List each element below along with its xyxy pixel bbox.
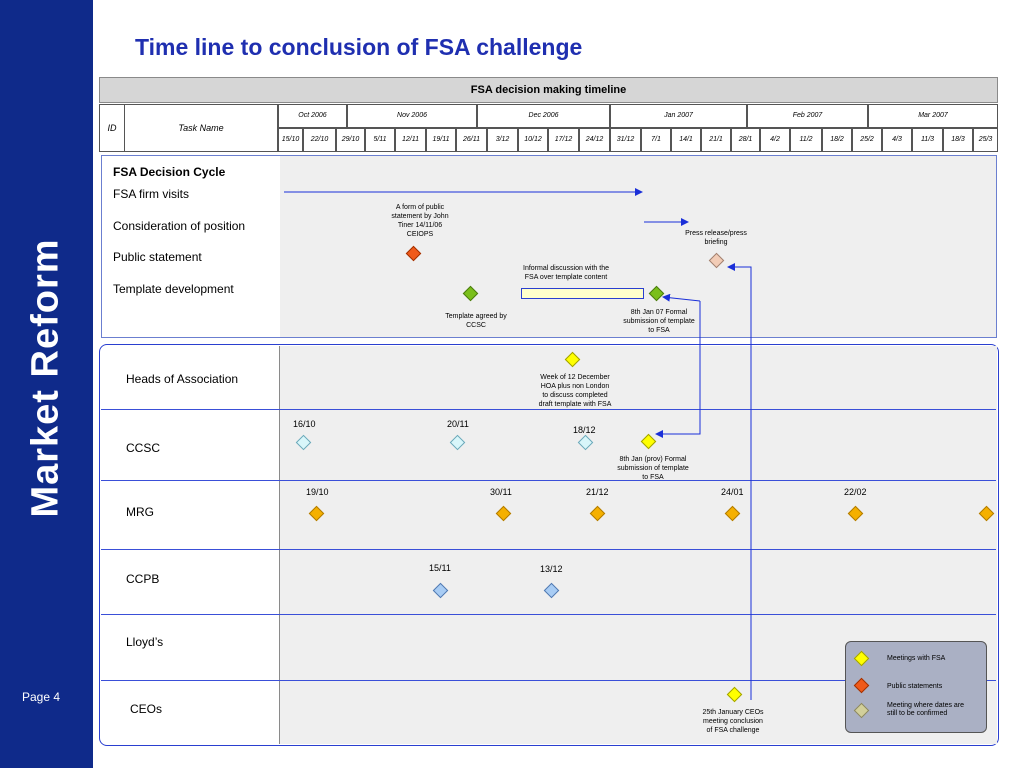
note-template-agreed: Template agreed by CCSC [445,313,507,329]
note-ceos-meeting: 25th January CEOs meeting conclusion of … [702,709,764,734]
row-divider [101,614,996,615]
week-header: 22/10 [303,128,336,152]
row-divider [101,480,996,481]
page-number: Page 4 [22,690,61,704]
note-ccsc-formal-submission: 8th Jan (prov) Formal submission of temp… [617,456,689,481]
week-header: 3/12 [487,128,518,152]
week-header: 21/1 [701,128,731,152]
week-header: 10/12 [518,128,548,152]
week-header: 12/11 [395,128,426,152]
note-informal-discussion: Informal discussion with the FSA over te… [523,265,609,281]
task-public-statement: Public statement [113,250,202,264]
mrg-date: 24/01 [721,487,744,497]
week-header: 19/11 [426,128,456,152]
task-template-development: Template development [113,282,234,296]
week-header: 7/1 [641,128,671,152]
month-header: Mar 2007 [868,104,998,128]
slide-title: Time line to conclusion of FSA challenge [135,34,583,60]
ccsc-date: 20/11 [447,419,469,429]
decision-cycle-grid [280,156,996,337]
ccsc-date: 16/10 [293,419,316,429]
row-mrg: MRG [126,505,154,519]
month-header: Nov 2006 [347,104,477,128]
row-divider [101,680,996,681]
mrg-date: 21/12 [586,487,609,497]
week-header: 11/2 [790,128,822,152]
task-consideration: Consideration of position [113,219,246,233]
note-public-statement: A form of public statement by John Tiner… [391,204,449,238]
task-column-header: Task Name [125,104,278,152]
note-press-release: Press release/press briefing [685,230,747,246]
month-header: Oct 2006 [278,104,347,128]
week-header: 17/12 [548,128,579,152]
legend-meetings-label: Meetings with FSA [887,655,946,662]
week-header: 25/3 [973,128,998,152]
note-heads-meeting: Week of 12 December HOA plus non London … [538,374,612,408]
ccsc-date: 18/12 [573,425,596,435]
legend [845,641,987,733]
ccpb-date: 13/12 [540,564,563,574]
brand-label: Market Reform [24,238,67,518]
id-column-header: ID [99,104,125,152]
month-header: Jan 2007 [610,104,747,128]
week-header: 4/3 [882,128,912,152]
row-divider [101,409,996,410]
row-divider [101,549,996,550]
groups-divider [279,346,280,744]
week-header: 29/10 [336,128,365,152]
row-lloyds: Lloyd’s [126,635,164,649]
week-header: 28/1 [731,128,760,152]
month-header: Dec 2006 [477,104,610,128]
timeline-header: FSA decision making timeline [99,77,998,103]
mrg-date: 22/02 [844,487,867,497]
week-header: 4/2 [760,128,790,152]
week-header: 31/12 [610,128,641,152]
sidebar: Market Reform Page 4 [0,0,93,768]
week-header: 24/12 [579,128,610,152]
informal-discussion-bar [521,288,644,299]
week-header: 25/2 [852,128,882,152]
cycle-title: FSA Decision Cycle [113,165,226,179]
month-header: Feb 2007 [747,104,868,128]
mrg-date: 30/11 [490,487,512,497]
week-header: 26/11 [456,128,487,152]
legend-tbc-label: Meeting where dates are still to be conf… [887,702,965,717]
task-fsa-firm-visits: FSA firm visits [113,187,190,201]
row-ccpb: CCPB [126,572,160,586]
week-header: 5/11 [365,128,395,152]
week-header: 11/3 [912,128,943,152]
note-formal-submission: 8th Jan 07 Formal submission of template… [623,309,695,334]
week-header: 15/10 [278,128,303,152]
row-ceos: CEOs [130,702,163,716]
legend-public-statements-label: Public statements [887,683,943,690]
week-header: 14/1 [671,128,701,152]
ccpb-date: 15/11 [429,563,451,573]
week-header: 18/2 [822,128,852,152]
row-ccsc: CCSC [126,441,161,455]
week-header: 18/3 [943,128,973,152]
mrg-date: 19/10 [306,487,329,497]
row-heads-of-association: Heads of Association [126,372,239,386]
